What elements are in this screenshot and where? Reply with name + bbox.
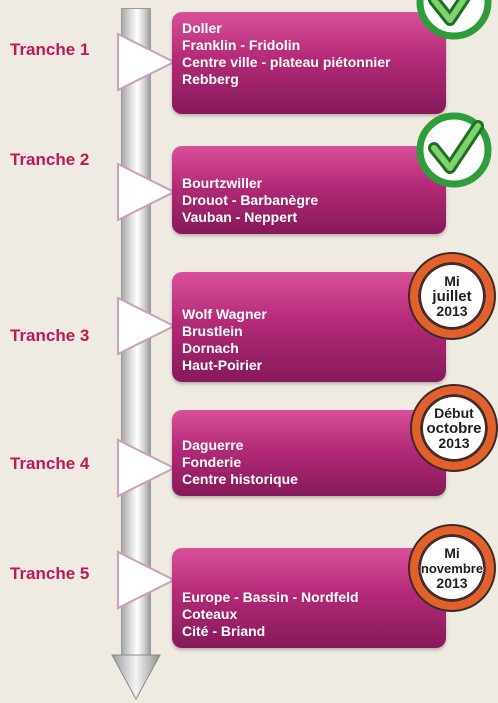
stamp-text: 2013 [436, 574, 468, 591]
tranche-4-card: Daguerre Fonderie Centre historique [172, 410, 446, 496]
stamp-text: Mi [444, 544, 460, 561]
date-stamp-icon: Début octobre 2013 [412, 386, 496, 470]
checkmark-badge-icon [416, 0, 492, 40]
checkmark-badge-icon [416, 112, 492, 188]
district-line: Coteaux [182, 606, 238, 622]
stamp-text: 2013 [436, 302, 468, 319]
tranche-5-card: Europe - Bassin - Nordfeld Coteaux Cité … [172, 548, 446, 648]
district-line: Centre ville - plateau piétonnier [182, 54, 391, 70]
tranche-2-card: Bourtzwiller Drouot - Barbanègre Vauban … [172, 146, 446, 234]
stamp-text: Mi [444, 272, 460, 289]
stamp-text: Début [434, 404, 474, 421]
tranche-2-label: Tranche 2 [10, 150, 90, 169]
stamp-text: 2013 [438, 434, 470, 451]
district-line: Brustlein [182, 323, 243, 339]
district-line: Bourtzwiller [182, 175, 263, 191]
stamp-text: novembre [420, 560, 484, 576]
district-line: Franklin - Fridolin [182, 37, 301, 53]
date-stamp-icon: Mi juillet 2013 [410, 254, 494, 338]
district-line: Cité - Briand [182, 623, 266, 639]
district-line: Vauban - Neppert [182, 209, 298, 225]
tranche-4-pointer [117, 438, 176, 498]
tranche-1-pointer [117, 32, 176, 92]
district-line: Europe - Bassin - Nordfeld [182, 589, 359, 605]
tranche-5-label: Tranche 5 [10, 564, 90, 583]
tranche-5-pointer [117, 550, 176, 610]
district-line: Wolf Wagner [182, 306, 267, 322]
district-line: Daguerre [182, 437, 244, 453]
date-stamp-icon: Mi novembre 2013 [410, 526, 494, 610]
down-arrow-icon [111, 654, 161, 700]
tranche-3-pointer [117, 296, 176, 356]
district-line: Dornach [182, 340, 239, 356]
district-line: Drouot - Barbanègre [182, 192, 319, 208]
district-line: Fonderie [182, 454, 242, 470]
tranche-3-card: Wolf Wagner Brustlein Dornach Haut-Poiri… [172, 272, 446, 382]
tranche-4-label: Tranche 4 [10, 454, 90, 473]
district-line: Doller [182, 20, 222, 36]
district-line: Haut-Poirier [182, 357, 263, 373]
stamp-text: octobre [426, 419, 482, 437]
tranche-2-pointer [117, 162, 176, 222]
stamp-text: juillet [432, 287, 472, 305]
district-line: Rebberg [182, 71, 239, 87]
tranche-3-label: Tranche 3 [10, 326, 90, 345]
tranche-1-label: Tranche 1 [10, 40, 90, 59]
tranche-1-card: Doller Franklin - Fridolin Centre ville … [172, 12, 446, 114]
district-line: Centre historique [182, 471, 298, 487]
